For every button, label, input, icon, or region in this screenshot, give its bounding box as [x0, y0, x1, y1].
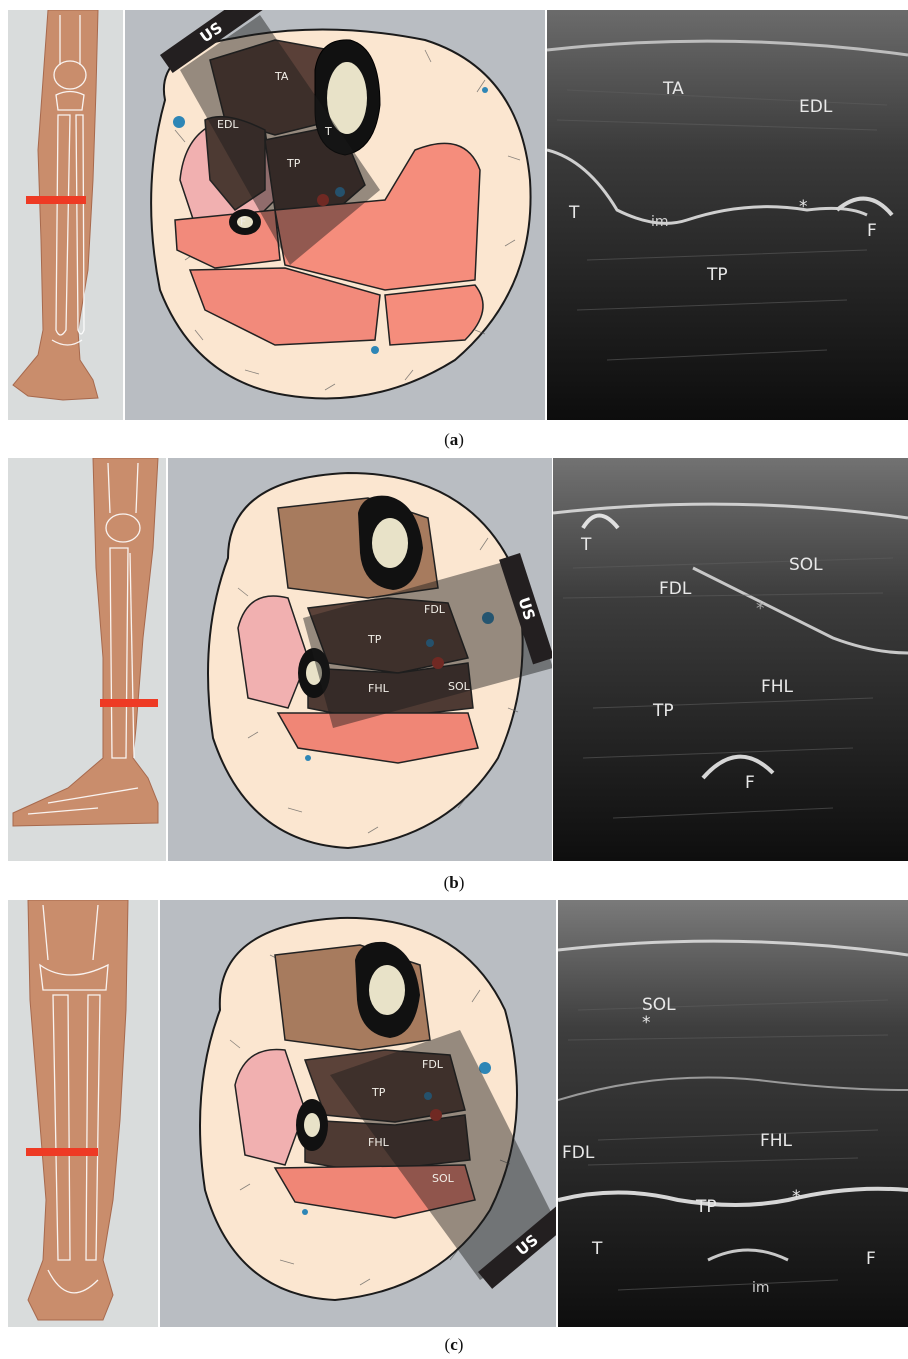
section-label-f: F	[240, 215, 246, 228]
section-label-sol: SOL	[432, 1172, 455, 1185]
cross-section-b: US TP FDL FHL SOL	[168, 458, 552, 861]
caption-b: (b)	[0, 873, 908, 893]
us-label-fhl: FHL	[760, 1131, 793, 1151]
section-label-tp: TP	[367, 633, 382, 646]
us-label-t: T	[568, 203, 580, 223]
section-label-ta: TA	[274, 70, 289, 83]
section-label-tp: TP	[371, 1086, 386, 1099]
panel-a: US TA EDL TP T F TA	[0, 10, 908, 420]
panel-c: US FDL TP FHL SOL SOL	[0, 900, 908, 1327]
section-label-sol: SOL	[448, 680, 471, 693]
us-label-f: F	[866, 1249, 876, 1269]
caption-a: (a)	[0, 430, 908, 450]
leg-illustration-b	[8, 458, 166, 861]
us-label-f: F	[867, 221, 877, 241]
us-label-asterisk: *	[799, 197, 808, 217]
us-label-sol: SOL	[642, 995, 676, 1015]
us-label-fhl: FHL	[761, 677, 794, 697]
us-label-edl: EDL	[799, 97, 833, 117]
us-label-im: im	[651, 214, 669, 230]
us-label-asterisk: *	[756, 599, 765, 619]
caption-c: (c)	[0, 1335, 908, 1355]
us-label-im: im	[752, 1280, 770, 1296]
section-label-fhl: FHL	[368, 1136, 390, 1149]
us-label-sol: SOL	[789, 555, 823, 575]
section-label-fdl: FDL	[424, 603, 446, 616]
us-label-ta: TA	[662, 79, 684, 99]
ultrasound-image-c: SOL * FDL FHL * TP T F im	[558, 900, 908, 1327]
section-level-marker	[26, 1148, 98, 1156]
leg-illustration-c	[8, 900, 158, 1327]
us-label-fdl: FDL	[562, 1143, 595, 1163]
us-label-asterisk-2: *	[792, 1187, 801, 1207]
section-label-tp: TP	[286, 157, 301, 170]
us-label-tp: TP	[695, 1197, 717, 1217]
us-label-asterisk-1: *	[642, 1013, 651, 1033]
us-label-f: F	[745, 773, 755, 793]
section-label-fdl: FDL	[422, 1058, 444, 1071]
section-label-t: T	[324, 125, 332, 138]
ultrasound-image-b: T SOL FDL * FHL TP F	[553, 458, 908, 861]
us-label-tp: TP	[706, 265, 728, 285]
section-level-marker	[26, 196, 86, 204]
section-label-edl: EDL	[217, 118, 239, 131]
cross-section-c: US FDL TP FHL SOL	[160, 900, 556, 1327]
us-label-t: T	[591, 1239, 603, 1259]
us-label-fdl: FDL	[659, 579, 692, 599]
us-label-tp: TP	[652, 701, 674, 721]
leg-illustration-a	[8, 10, 123, 420]
section-level-marker	[100, 699, 158, 707]
ultrasound-image-a: TA EDL T im * F TP	[547, 10, 908, 420]
cross-section-a: US TA EDL TP T F	[125, 10, 545, 420]
panel-b: US TP FDL FHL SOL T	[0, 458, 908, 861]
section-label-fhl: FHL	[368, 682, 390, 695]
us-label-t: T	[580, 535, 592, 555]
